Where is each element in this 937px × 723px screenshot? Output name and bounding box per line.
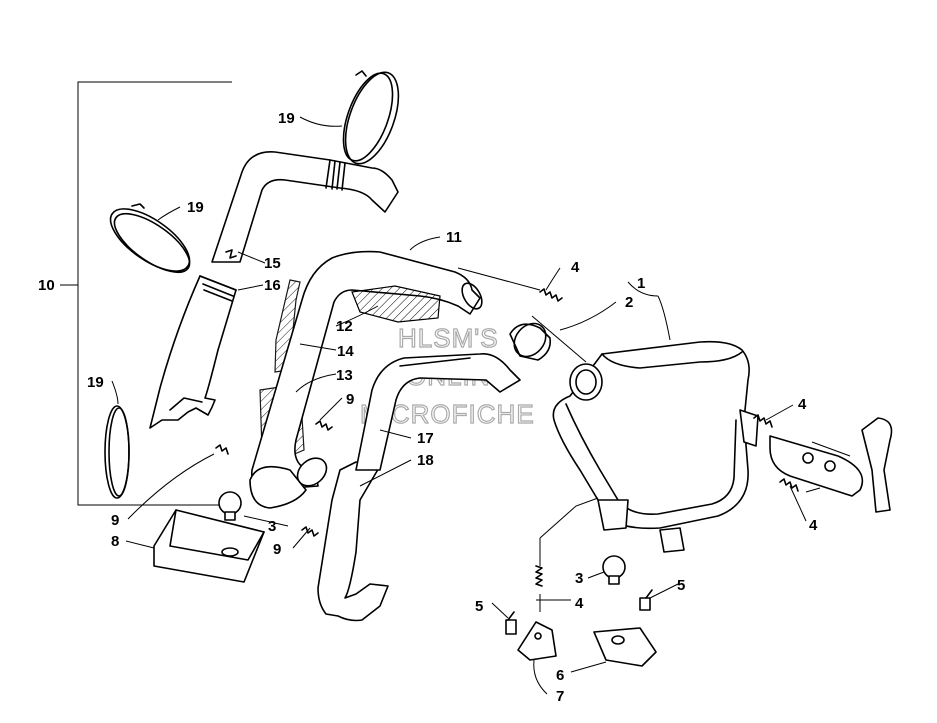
spring-9-upper xyxy=(315,420,333,431)
callout-7: 7 xyxy=(556,688,564,705)
grommet-lower xyxy=(602,555,626,585)
callout-9-lower: 9 xyxy=(273,541,281,558)
callouts: 1 2 3 3 4 4 4 4 5 5 6 7 8 9 9 9 10 11 12… xyxy=(38,110,818,705)
callout-19-left: 19 xyxy=(187,199,204,216)
exhaust-pipe-lower xyxy=(149,275,237,429)
spring-9-lower xyxy=(301,526,319,537)
callout-19-top: 19 xyxy=(278,110,295,127)
callout-4-right-upper: 4 xyxy=(798,396,807,413)
clamp-top xyxy=(342,70,400,165)
callout-10: 10 xyxy=(38,277,55,294)
bracket-tray xyxy=(153,509,265,583)
grommet-upper xyxy=(218,491,242,521)
callout-4-top: 4 xyxy=(571,259,580,276)
callout-1: 1 xyxy=(637,275,645,292)
callout-16: 16 xyxy=(264,277,281,294)
muffler-side-bracket xyxy=(769,417,893,513)
callout-2: 2 xyxy=(625,294,633,311)
callout-11: 11 xyxy=(446,229,462,246)
callout-13: 13 xyxy=(336,367,353,384)
callout-4-right-lower: 4 xyxy=(809,517,818,534)
callout-12: 12 xyxy=(336,318,353,335)
clamp-bottom xyxy=(104,405,130,499)
heat-shield-12 xyxy=(351,285,441,323)
callout-3-right: 3 xyxy=(575,570,583,587)
callout-18: 18 xyxy=(417,452,434,469)
callout-9-left: 9 xyxy=(111,512,119,529)
spring-4-right-upper xyxy=(753,414,773,428)
exhaust-pipe-upper xyxy=(211,151,399,263)
heat-shield-18 xyxy=(317,461,389,622)
mount-7 xyxy=(517,621,557,661)
spring-4-bottom xyxy=(535,565,543,587)
y-connector xyxy=(509,322,552,361)
exhaust-pipe-middle xyxy=(249,250,483,509)
spring-4-upper xyxy=(539,288,563,302)
callout-6: 6 xyxy=(556,667,564,684)
clamp-left xyxy=(109,203,191,274)
callout-15: 15 xyxy=(264,255,281,272)
bolt-left xyxy=(505,611,517,635)
assembly-bracket xyxy=(77,81,234,506)
bolt-right xyxy=(639,589,653,611)
muffler xyxy=(552,340,759,553)
leader-lines xyxy=(111,116,851,695)
callout-19-bottom: 19 xyxy=(87,374,104,391)
callout-5-left: 5 xyxy=(475,598,483,615)
callout-9-upper: 9 xyxy=(346,391,354,408)
exhaust-pipe-17 xyxy=(355,353,521,471)
spring-4-right-lower xyxy=(779,478,799,492)
callout-17: 17 xyxy=(417,430,434,447)
watermark-line-1: HLSM'S xyxy=(398,323,499,353)
callout-8: 8 xyxy=(111,533,119,550)
bracket-6 xyxy=(593,627,657,667)
spring-9-left xyxy=(215,444,229,455)
callout-5-right: 5 xyxy=(677,577,685,594)
callout-14: 14 xyxy=(337,343,354,360)
callout-4-bottom: 4 xyxy=(575,595,584,612)
callout-3-left: 3 xyxy=(268,518,276,535)
